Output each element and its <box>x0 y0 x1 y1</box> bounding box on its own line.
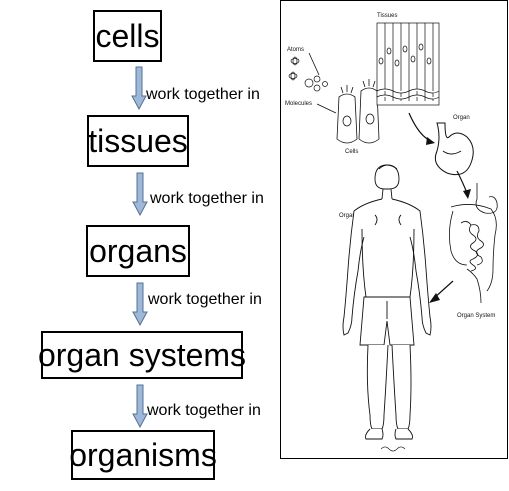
organ-system-label: Organ System <box>457 313 495 319</box>
level-box-organisms: organisms <box>69 430 217 480</box>
level-label-tissues: tissues <box>88 123 188 159</box>
atom-icons <box>288 56 300 81</box>
digestive-system-drawing <box>449 183 498 304</box>
molecule-icon <box>304 75 328 92</box>
level-box-tissues: tissues <box>87 115 189 167</box>
cells-drawing <box>336 79 380 144</box>
level-label-organs: organs <box>89 233 187 269</box>
connector-label-2: work together in <box>150 190 264 207</box>
human-figure-drawing <box>342 164 432 440</box>
molecules-label: Molecules <box>285 101 312 107</box>
organ-label: Organ <box>453 115 470 121</box>
down-arrow-1 <box>131 66 147 110</box>
down-arrow-2 <box>132 172 148 216</box>
connector-label-4: work together in <box>147 402 261 419</box>
level-label-cells: cells <box>95 18 160 54</box>
atoms-label: Atoms <box>287 47 304 53</box>
scribble-signature <box>380 446 406 452</box>
connector-label-1: work together in <box>146 86 260 103</box>
level-box-organs: organs <box>86 225 190 277</box>
tissues-label: Tissues <box>377 13 397 19</box>
stomach-drawing <box>434 122 474 176</box>
tissue-drawing <box>376 22 440 106</box>
level-label-organisms: organisms <box>69 437 217 473</box>
cells-label: Cells <box>345 149 358 155</box>
level-box-cells: cells <box>93 10 162 62</box>
level-box-organ-systems: organ systems <box>37 331 247 379</box>
down-arrow-4 <box>132 384 148 428</box>
organism-label: Organism <box>339 213 365 219</box>
down-arrow-3 <box>132 282 148 326</box>
level-label-organ-systems: organ systems <box>37 337 247 373</box>
biology-illustration: Atoms Molecules Cells Tissues <box>280 0 508 459</box>
connector-label-3: work together in <box>148 291 262 308</box>
